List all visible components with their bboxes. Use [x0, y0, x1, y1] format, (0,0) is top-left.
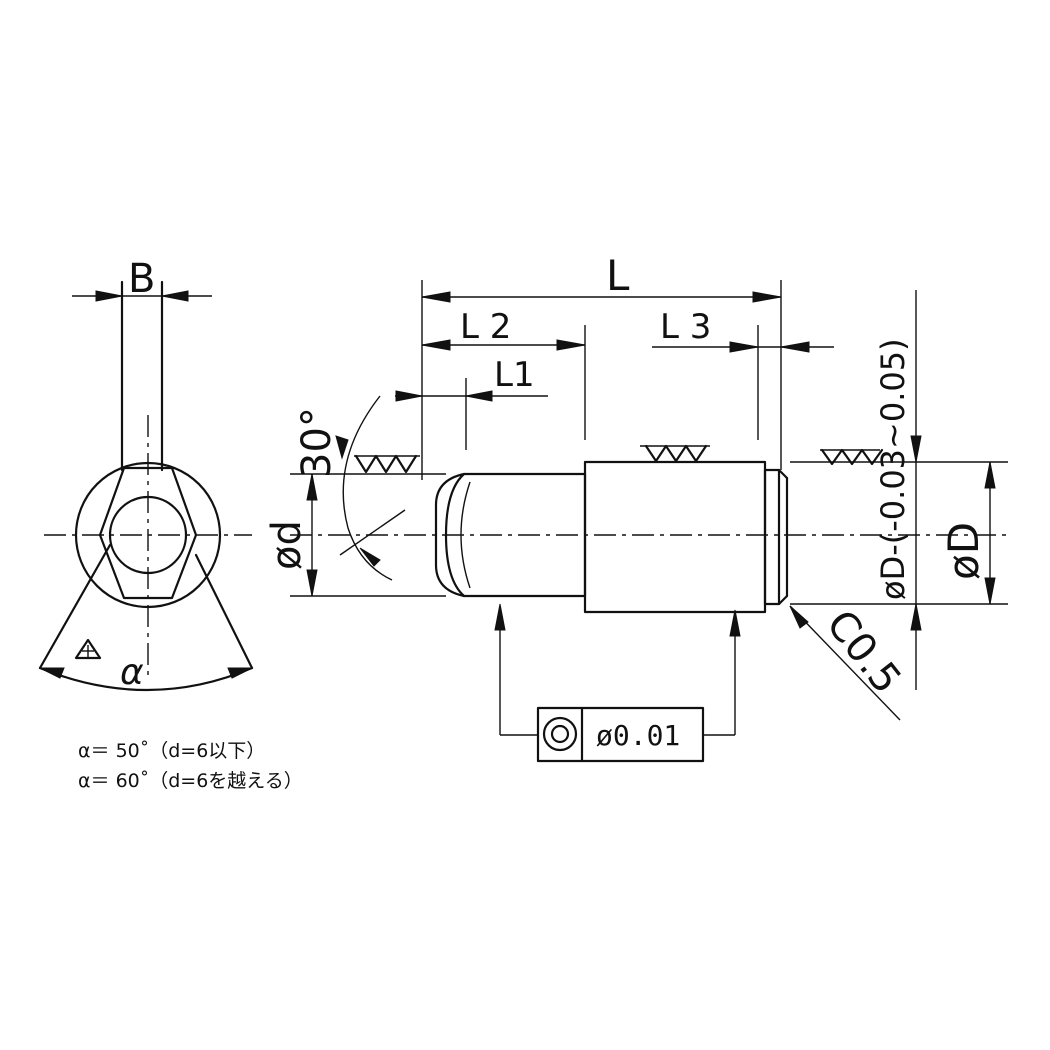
b-arrow-right: [161, 290, 189, 302]
surface-finish-right: [820, 448, 884, 466]
alpha-note-1: α＝ 50˚（d=6以下）: [78, 740, 266, 762]
dim-phi-D: øD: [939, 522, 988, 580]
dim-chamfer: C0.5: [817, 602, 910, 702]
tolerance-value: ø0.01: [596, 719, 680, 752]
alpha-arc: [38, 666, 254, 692]
step-ring: [763, 468, 781, 606]
alpha-line-right: [194, 553, 254, 670]
end-view: B α: [38, 256, 254, 693]
main-body: [583, 460, 767, 614]
small-shaft: [434, 472, 587, 598]
surface-finish-small-shaft: [354, 454, 420, 474]
dim-l2: L 2: [460, 307, 511, 347]
tolerance-frame: ø0.01: [536, 706, 705, 763]
dim-l3: L 3: [660, 307, 711, 347]
alpha-label: α: [120, 652, 144, 693]
dim-phi-d: ød: [264, 520, 310, 570]
dim-30deg: 30°: [294, 407, 340, 478]
dim-phi-D-tolerance: øD-(-0.03~0.05): [874, 338, 912, 600]
dim-l: L: [606, 251, 630, 300]
dim-l1: L1: [494, 355, 535, 395]
alpha-line-left: [38, 543, 112, 670]
alpha-note-2: α＝ 60˚（d=6を越える）: [78, 770, 303, 792]
material-mark-icon: [74, 638, 102, 660]
b-arrow-left: [95, 290, 123, 302]
angle-arc: [342, 395, 393, 581]
side-view: L L 2 L 3 L1 30° ød: [264, 251, 1010, 763]
concentricity-icon: [542, 716, 578, 752]
surface-finish-body: [640, 444, 710, 463]
dim-b: B: [128, 256, 155, 302]
